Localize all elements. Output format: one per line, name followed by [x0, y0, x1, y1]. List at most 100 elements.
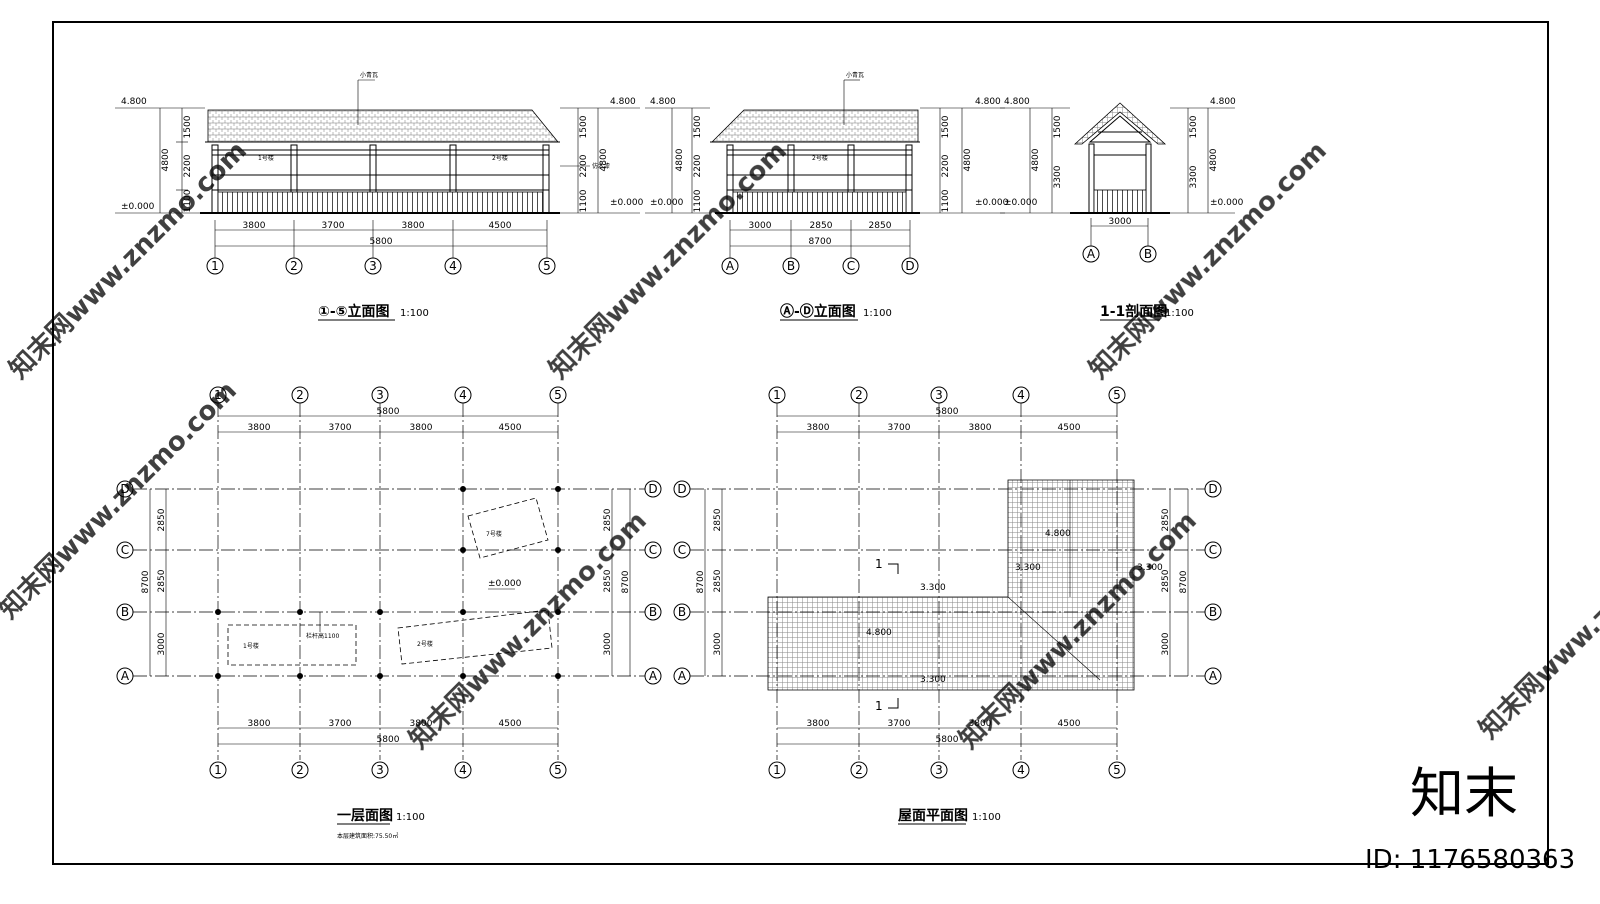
elevation-1-5: 1号楼 2号楼 小青瓦 仿木漆 4.800 ±0.000 1500 2200 1…: [115, 71, 644, 321]
plan-axis-left: D C B A: [116, 480, 134, 685]
roof-level-2: 3.300: [1015, 563, 1041, 573]
section-title: 1-1剖面图: [1100, 303, 1167, 320]
elevad-level-base: ±0.000: [650, 198, 684, 208]
svg-text:C: C: [121, 543, 129, 557]
roof-level-5: 3.300: [920, 583, 946, 593]
plan-scale: 1:100: [396, 812, 425, 823]
elev15-h2: 2200: [183, 154, 193, 177]
plan-span-top-3: 3800: [410, 423, 433, 433]
section-1-1: 4.800 ±0.000 4800 1500 3300 1500 3300 48…: [1000, 97, 1244, 321]
section-h2: 3300: [1053, 165, 1063, 188]
svg-text:B: B: [787, 259, 795, 273]
section-level-top-right: 4.800: [1210, 97, 1236, 107]
elev15-span-4: 4500: [489, 221, 512, 231]
roof-v-span-left-3: 3000: [713, 632, 723, 655]
svg-text:1: 1: [773, 388, 781, 402]
roof-hatch: [767, 479, 1135, 691]
plan-span-bot-2: 3700: [329, 719, 352, 729]
elev15-total: 4800: [161, 148, 171, 171]
section-h2-right: 3300: [1189, 165, 1199, 188]
elev15-scale: 1:100: [400, 308, 429, 319]
section-h1-right: 1500: [1189, 115, 1199, 138]
svg-text:5: 5: [554, 763, 562, 777]
plan-v-span-right-2: 2850: [603, 569, 613, 592]
elevad-total-right: 4800: [963, 148, 973, 171]
elevad-roof-note: 小青瓦: [846, 71, 864, 79]
svg-text:D: D: [677, 482, 686, 496]
elev15-overall: 5800: [370, 237, 393, 247]
elev15-title: ①-⑤立面图: [318, 303, 390, 320]
svg-text:知末网www.znzmo.com: 知末网www.znzmo.com: [1474, 496, 1600, 745]
elev15-roof: [207, 109, 559, 143]
roof-scale: 1:100: [972, 812, 1001, 823]
elevad-axis-bubbles: A B C D: [721, 257, 919, 275]
roof-span-bot-2: 3700: [888, 719, 911, 729]
elev15-level-top-right: 4.800: [610, 97, 636, 107]
svg-text:3: 3: [935, 388, 943, 402]
elev15-h3: 1100: [183, 189, 193, 212]
plan-note: 本层建筑面积:75.50㎡: [337, 832, 398, 840]
plan-columns: [215, 486, 561, 679]
svg-text:C: C: [1209, 543, 1217, 557]
svg-text:C: C: [847, 259, 855, 273]
elevad-overall: 8700: [809, 237, 832, 247]
elevad-level-top: 4.800: [650, 97, 676, 107]
elev15-level-base: ±0.000: [121, 202, 155, 212]
watermark-id: ID: 1176580363: [1365, 845, 1575, 875]
plan-axis-top: 1 2 3 4 5: [209, 386, 567, 404]
svg-text:A: A: [678, 669, 687, 683]
elevad-span-2: 2850: [810, 221, 833, 231]
sheet-border: [52, 21, 1549, 865]
plan-span-bot-3: 3800: [410, 719, 433, 729]
svg-text:D: D: [1208, 482, 1217, 496]
roof-overall-top: 5800: [936, 407, 959, 417]
section-total-right: 4800: [1209, 148, 1219, 171]
svg-text:1: 1: [214, 763, 222, 777]
roof-axis-right: D C B A: [1204, 480, 1222, 685]
roof-level-3: 3.300: [1137, 563, 1163, 573]
svg-text:3: 3: [376, 388, 384, 402]
section-total: 4800: [1031, 148, 1041, 171]
section-scale: 1:100: [1165, 308, 1194, 319]
svg-text:C: C: [678, 543, 686, 557]
svg-text:D: D: [120, 482, 129, 496]
svg-text:4: 4: [459, 763, 467, 777]
elev15-h1-right: 1500: [579, 115, 589, 138]
plan-overall-top: 5800: [377, 407, 400, 417]
plan-label-rail: 栏杆高1100: [306, 632, 339, 640]
elevad-span-3: 2850: [869, 221, 892, 231]
plan-label-b1: 1号楼: [243, 642, 259, 650]
plan-level: ±0.000: [488, 579, 522, 589]
roof-level-1: 4.800: [1045, 529, 1071, 539]
svg-text:1: 1: [211, 259, 219, 273]
roof-v-span-right-2: 2850: [1161, 569, 1171, 592]
elev15-span-2: 3700: [322, 221, 345, 231]
svg-text:1: 1: [214, 388, 222, 402]
svg-text:B: B: [1209, 605, 1217, 619]
elev15-h3-right: 1100: [579, 189, 589, 212]
roof-span-top-1: 3800: [807, 423, 830, 433]
roof-axis-left: D C B A: [673, 480, 691, 685]
roof-span-bot-1: 3800: [807, 719, 830, 729]
svg-text:D: D: [905, 259, 914, 273]
plan-span-bot-1: 3800: [248, 719, 271, 729]
plan-axis-bottom: 1 2 3 4 5: [209, 761, 567, 779]
svg-text:C: C: [649, 543, 657, 557]
svg-text:2: 2: [855, 763, 863, 777]
plan-span-bot-4: 4500: [499, 719, 522, 729]
svg-text:A: A: [1209, 669, 1218, 683]
roof-plan: 4.800 3.300 3.300 4.800 3.300 3.300 1 1 …: [673, 386, 1222, 825]
svg-text:5: 5: [1113, 763, 1121, 777]
svg-text:B: B: [649, 605, 657, 619]
roof-span-top-3: 3800: [969, 423, 992, 433]
svg-text:A: A: [726, 259, 735, 273]
elev15-roof-note: 小青瓦: [360, 71, 378, 79]
svg-text:5: 5: [1113, 388, 1121, 402]
svg-text:3: 3: [376, 763, 384, 777]
roof-v-span-right-1: 2850: [1161, 508, 1171, 531]
svg-text:2: 2: [296, 388, 304, 402]
roof-v-span-left-1: 2850: [713, 508, 723, 531]
svg-text:2: 2: [290, 259, 298, 273]
elevad-h2: 2200: [693, 154, 703, 177]
